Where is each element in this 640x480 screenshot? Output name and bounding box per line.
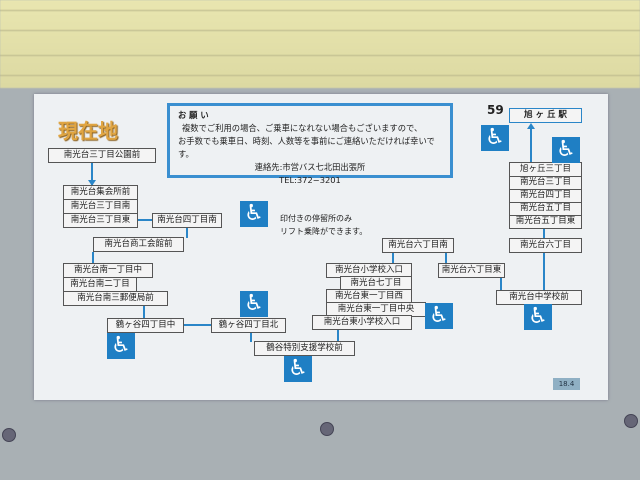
notice-line: お手数でも乗車日、時刻、人数等を事前にご連絡いただければ幸いです。 — [178, 136, 435, 159]
screw — [320, 422, 334, 436]
stop: 南光台三丁目 — [509, 175, 582, 190]
wheelchair-icon: ♿ — [284, 356, 312, 382]
notice-box: お 願 い 複数でご利用の場合、ご乗車になれない場合もございますので、 お手数で… — [167, 103, 453, 185]
notice-heading: お 願 い — [178, 110, 209, 120]
stop: 南光台五丁目 — [509, 201, 582, 216]
stop: 南光台六丁目 — [509, 238, 582, 253]
lift-note: 印付きの停留所のみ リフト乗降ができます。 — [280, 212, 367, 238]
stop: 鶴ヶ谷四丁目中 — [107, 318, 184, 333]
stop: 南光台六丁目東 — [438, 263, 505, 278]
wheelchair-icon: ♿ — [425, 303, 453, 329]
wheelchair-icon: ♿ — [481, 125, 509, 151]
wheelchair-icon: ♿ — [240, 201, 268, 227]
stop: 南光台三丁目南 — [63, 199, 138, 214]
stop: 南光台南三郵便局前 — [63, 291, 168, 306]
notice-line: 複数でご利用の場合、ご乗車になれない場合もございますので、 — [182, 123, 423, 133]
stop: 南光台六丁目南 — [382, 238, 454, 253]
version-badge: 18.4 — [553, 378, 580, 390]
stop: 南光台東小学校入口 — [312, 315, 412, 330]
lift-note-line: リフト乗降ができます。 — [280, 227, 368, 236]
blurred-timetable-strip — [0, 0, 640, 88]
stop: 鶴ヶ谷四丁目北 — [211, 318, 286, 333]
stop: 南光台四丁目 — [509, 188, 582, 203]
stop: 旭ヶ丘三丁目 — [509, 162, 582, 177]
stop: 南光台三丁目東 — [63, 213, 138, 228]
screw — [2, 428, 16, 442]
wheelchair-icon: ♿ — [240, 291, 268, 317]
stop-current: 南光台三丁目公園前 — [48, 148, 156, 163]
stop: 南光台中学校前 — [496, 290, 582, 305]
stop-terminal: 旭 ヶ 丘 駅 — [509, 108, 582, 123]
screw — [624, 414, 638, 428]
stop: 南光台五丁目東 — [509, 214, 582, 229]
notice-tel: TEL:372−3201 — [279, 175, 341, 185]
lift-note-line: 印付きの停留所のみ — [280, 214, 352, 223]
stop: 南光台南二丁目 — [63, 277, 137, 292]
notice-contact: 連絡先:市営バス七北田出張所 — [254, 162, 366, 172]
current-location-label: 現在地 — [58, 119, 118, 143]
stop: 南光台南一丁目中 — [63, 263, 153, 278]
stop: 鶴谷特別支援学校前 — [254, 341, 355, 356]
wheelchair-icon: ♿ — [524, 304, 552, 330]
stop: 南光台四丁目南 — [152, 213, 222, 228]
wheelchair-icon: ♿ — [107, 333, 135, 359]
stop: 南光台集会所前 — [63, 185, 138, 200]
stop: 南光台商工会館前 — [93, 237, 184, 252]
wheelchair-icon: ♿ — [552, 137, 580, 163]
route-number: 59 — [487, 103, 504, 117]
